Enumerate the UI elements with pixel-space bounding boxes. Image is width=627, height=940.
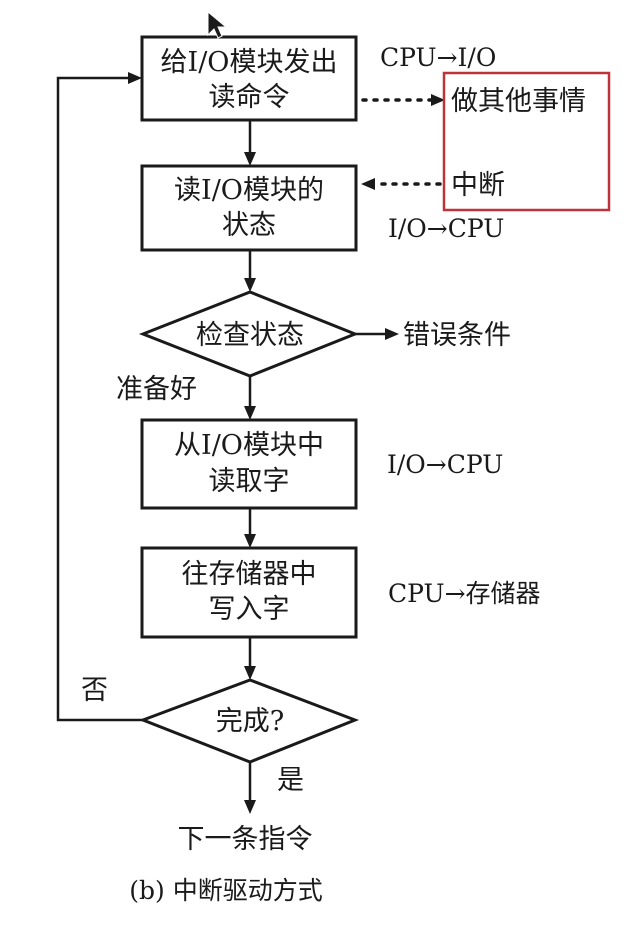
decision-check-status: 检查状态 <box>138 290 360 378</box>
node-next-instruction: 下一条指令 <box>178 824 313 855</box>
mouse-cursor-icon <box>207 10 228 39</box>
node-read-io-status: 读I/O模块的 状态 <box>140 164 358 252</box>
arrowhead <box>244 534 256 548</box>
node-write-memory-line1: 往存储器中 <box>182 559 317 590</box>
label-do-other-work: 做其他事情 <box>451 86 586 117</box>
label-ready: 准备好 <box>116 374 197 405</box>
node-write-memory: 往存储器中 写入字 <box>140 546 358 639</box>
arrowhead <box>431 94 445 106</box>
decision-done: 完成? <box>138 678 360 764</box>
arrowhead <box>128 72 142 84</box>
label-cpu-to-io: CPU→I/O <box>380 43 496 72</box>
node-read-word: 从I/O模块中 读取字 <box>140 418 358 510</box>
arrowhead <box>244 278 256 292</box>
arrowhead <box>385 328 399 340</box>
figure-caption: (b) 中断驱动方式 <box>129 876 322 905</box>
node-send-read-command-line2: 读命令 <box>209 82 290 113</box>
arrowhead <box>244 800 256 814</box>
node-read-io-status-line2: 状态 <box>222 210 276 241</box>
label-error-condition: 错误条件 <box>403 320 511 351</box>
decision-check-status-label: 检查状态 <box>196 320 304 351</box>
arrowhead <box>361 178 375 190</box>
node-write-memory-line2: 写入字 <box>209 594 290 625</box>
arrowhead <box>244 152 256 166</box>
label-yes: 是 <box>277 765 304 796</box>
arrowhead <box>244 666 256 680</box>
node-read-word-line1: 从I/O模块中 <box>174 430 324 461</box>
node-read-io-status-line1: 读I/O模块的 <box>174 175 324 206</box>
loop-back-line <box>56 76 143 722</box>
highlight-box <box>442 71 611 212</box>
side-labels: CPU→I/O 做其他事情 中断 I/O→CPU 错误条件 准备好 I/O→CP… <box>81 43 586 905</box>
node-send-read-command: 给I/O模块发出 读命令 <box>140 35 358 122</box>
label-no: 否 <box>81 675 108 706</box>
arrowhead <box>244 406 256 420</box>
label-io-to-cpu-word: I/O→CPU <box>387 450 503 479</box>
label-interrupt: 中断 <box>451 170 505 201</box>
node-read-word-line2: 读取字 <box>209 466 290 497</box>
label-io-to-cpu-status: I/O→CPU <box>388 214 504 243</box>
label-cpu-to-memory: CPU→存储器 <box>388 579 541 608</box>
connectors <box>56 72 445 814</box>
node-send-read-command-line1: 给I/O模块发出 <box>161 47 338 78</box>
decision-done-label: 完成? <box>216 706 284 737</box>
